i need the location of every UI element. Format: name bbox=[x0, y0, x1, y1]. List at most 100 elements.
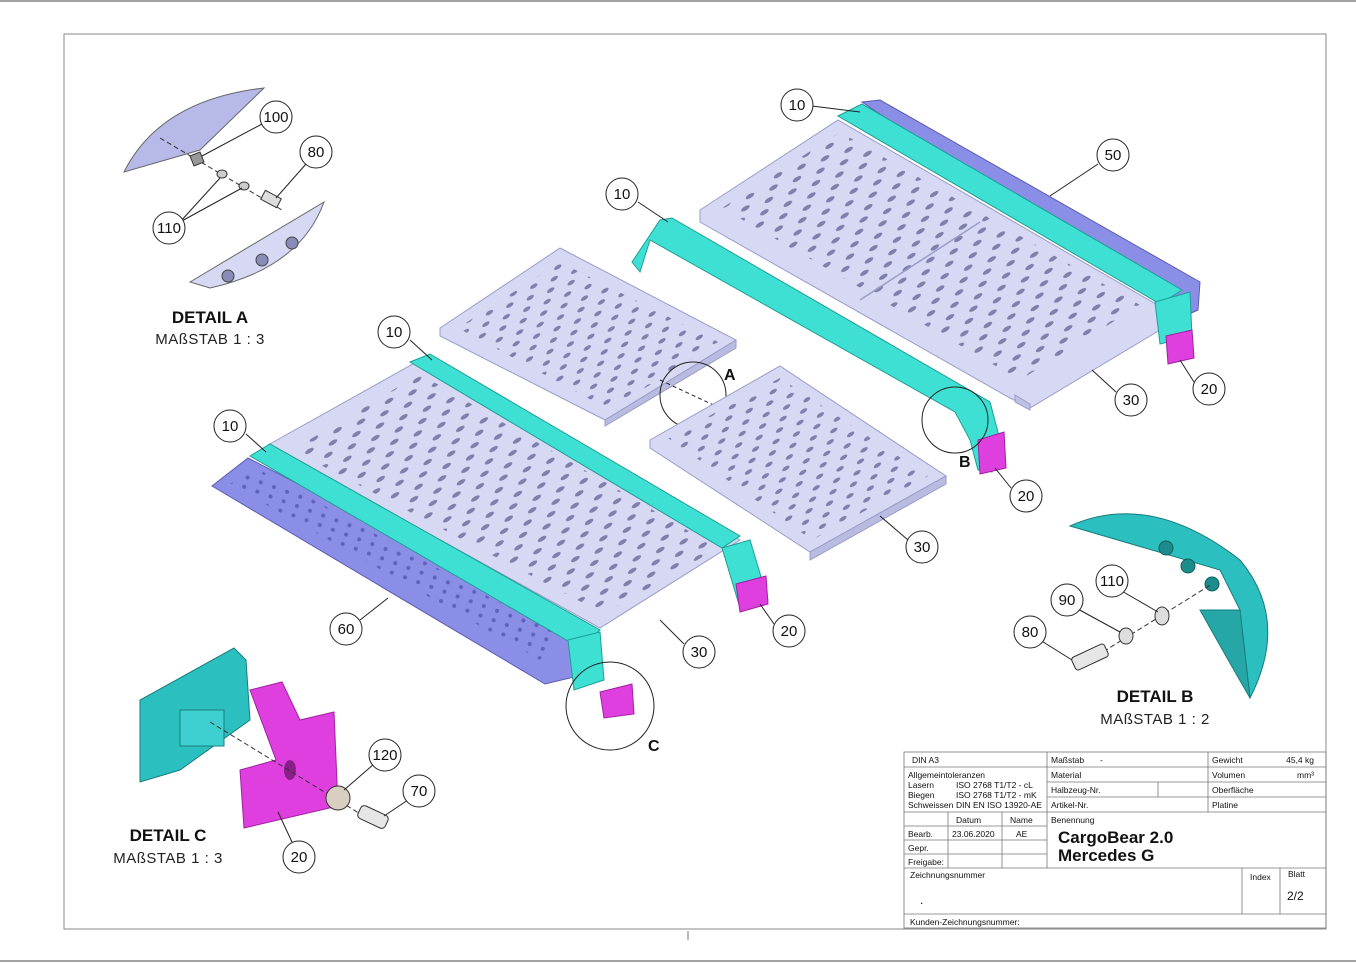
bolt-80-detail-b bbox=[1071, 643, 1109, 671]
detail-a-axis bbox=[659, 379, 721, 409]
rear-rack-assembly bbox=[699, 99, 1201, 411]
balloon-110-detail-b bbox=[1095, 564, 1129, 598]
tb-drawn-date: 23.06.2020 bbox=[952, 829, 995, 839]
upper-plate-hole-field bbox=[458, 262, 718, 410]
tb-surface-label: Oberfläche bbox=[1212, 785, 1254, 795]
leader-b20c bbox=[759, 603, 775, 625]
front-rail-end-a bbox=[567, 631, 605, 691]
leader-b20d bbox=[277, 811, 293, 843]
tb-laser-value: ISO 2768 T1/T2 - cL bbox=[956, 780, 1033, 790]
balloon-80-detail-a bbox=[299, 135, 333, 169]
balloon-110-detail-a bbox=[152, 211, 186, 245]
tb-volume-label: Volumen bbox=[1212, 770, 1245, 780]
tb-date-header: Datum bbox=[956, 815, 981, 825]
nut-100 bbox=[189, 151, 205, 167]
balloon-110-detail-a-label: 110 bbox=[157, 220, 181, 237]
detail-a-top-plate bbox=[123, 87, 266, 173]
leader-b50 bbox=[1049, 163, 1099, 197]
balloon-10-front-b-label: 10 bbox=[386, 324, 403, 341]
washer-110-detail-b bbox=[1154, 606, 1170, 626]
balloon-20-front-b bbox=[772, 614, 806, 648]
middle-rail-assembly bbox=[631, 217, 1007, 475]
detail-c-assembly-axis bbox=[209, 721, 381, 827]
leader-b10b bbox=[637, 201, 669, 223]
view-letter-b: B bbox=[959, 454, 971, 471]
balloon-10-middle bbox=[605, 177, 639, 211]
balloon-60-label: 60 bbox=[338, 621, 355, 638]
leader-b110b bbox=[1119, 589, 1159, 613]
balloon-20-detail-c bbox=[282, 840, 316, 874]
leader-b100 bbox=[201, 123, 263, 157]
tb-scale-value: - bbox=[1100, 755, 1103, 765]
balloon-90 bbox=[1050, 583, 1084, 617]
detail-c-title: DETAIL C bbox=[130, 826, 207, 845]
tb-sheet-label: Blatt bbox=[1288, 869, 1306, 879]
tb-bend-label: Biegen bbox=[908, 790, 935, 800]
balloon-100-label: 100 bbox=[263, 109, 288, 126]
balloon-30-rear-label: 30 bbox=[1123, 392, 1140, 409]
leader-b80a bbox=[275, 163, 307, 199]
balloon-30-middle bbox=[905, 530, 939, 564]
detail-a-title: DETAIL A bbox=[172, 308, 248, 327]
balloon-100 bbox=[259, 100, 293, 134]
detail-a-hole-3 bbox=[285, 236, 299, 250]
tb-format: DIN A3 bbox=[912, 755, 939, 765]
balloon-120 bbox=[368, 738, 402, 772]
balloon-10-rear bbox=[780, 88, 814, 122]
tb-designation-label: Benennung bbox=[1051, 815, 1095, 825]
balloon-90-label: 90 bbox=[1059, 592, 1076, 609]
tb-weld-label: Schweissen bbox=[908, 800, 954, 810]
front-rail-10-b bbox=[408, 353, 741, 549]
title-block bbox=[903, 751, 1327, 929]
tb-index-label: Index bbox=[1250, 872, 1272, 882]
detail-b-bracket-side bbox=[1199, 609, 1251, 699]
tb-scale-label: Maßstab bbox=[1051, 755, 1084, 765]
view-letter-c: C bbox=[648, 738, 660, 755]
balloon-120-label: 120 bbox=[372, 747, 397, 764]
balloon-60 bbox=[329, 612, 363, 646]
balloon-10-rear-label: 10 bbox=[789, 97, 806, 114]
detail-c-rail-slot bbox=[179, 709, 225, 747]
leader-b30c bbox=[659, 619, 685, 645]
loose-plate-lower bbox=[649, 365, 947, 561]
view-letter-a: A bbox=[724, 367, 736, 384]
front-bracket-20-a bbox=[599, 683, 635, 719]
upper-plate-edge bbox=[604, 339, 737, 427]
tb-semi-label: Halbzeug-Nr. bbox=[1051, 785, 1101, 795]
tb-release-label: Freigabe: bbox=[908, 857, 944, 867]
leader-b20b bbox=[994, 467, 1012, 489]
tb-customer-no-label: Kunden-Zeichnungsnummer: bbox=[910, 917, 1020, 927]
balloon-30-rear bbox=[1114, 383, 1148, 417]
detail-b-hole-3 bbox=[1204, 576, 1220, 592]
bolt-80 bbox=[260, 189, 282, 209]
tb-weight-value: 45,4 kg bbox=[1286, 755, 1314, 765]
detail-b-title: DETAIL B bbox=[1117, 687, 1194, 706]
balloon-10-front-b bbox=[377, 315, 411, 349]
title-block-text: DIN A3 Allgemeintoleranzen Lasern ISO 27… bbox=[908, 755, 1314, 927]
detail-a-hole-1 bbox=[221, 269, 235, 283]
balloon-20-front-b-label: 20 bbox=[781, 623, 798, 640]
leader-b110a-1 bbox=[179, 177, 221, 223]
rear-plate-hole-field bbox=[722, 132, 1140, 380]
detail-a-scale: MAßSTAB 1 : 3 bbox=[155, 331, 265, 348]
tb-drawn-label: Bearb. bbox=[908, 829, 933, 839]
tb-designation-line-1: CargoBear 2.0 bbox=[1058, 828, 1173, 847]
tb-material-label: Material bbox=[1051, 770, 1081, 780]
balloon-70-label: 70 bbox=[411, 783, 428, 800]
balloon-10-front-a-label: 10 bbox=[222, 418, 239, 435]
leader-b10d bbox=[245, 433, 267, 453]
balloons: 10 10 10 10 50 30 20 20 30 20 30 60 bbox=[152, 88, 1226, 874]
detail-b-bracket bbox=[1068, 513, 1269, 700]
tb-tolerances-label: Allgemeintoleranzen bbox=[908, 770, 985, 780]
washer-90 bbox=[1118, 627, 1134, 645]
leader-b30b bbox=[879, 515, 909, 541]
leader-b10a bbox=[811, 105, 861, 113]
leader-b120 bbox=[343, 763, 375, 791]
tb-volume-unit: mm³ bbox=[1297, 770, 1314, 780]
washer-110-a bbox=[216, 169, 228, 179]
balloon-30-front-label: 30 bbox=[691, 644, 708, 661]
leader-b60 bbox=[359, 597, 389, 621]
leader-b80b bbox=[1039, 639, 1073, 661]
detail-b-scale: MAßSTAB 1 : 2 bbox=[1100, 711, 1210, 728]
tb-designation-line-2: Mercedes G bbox=[1058, 846, 1154, 865]
